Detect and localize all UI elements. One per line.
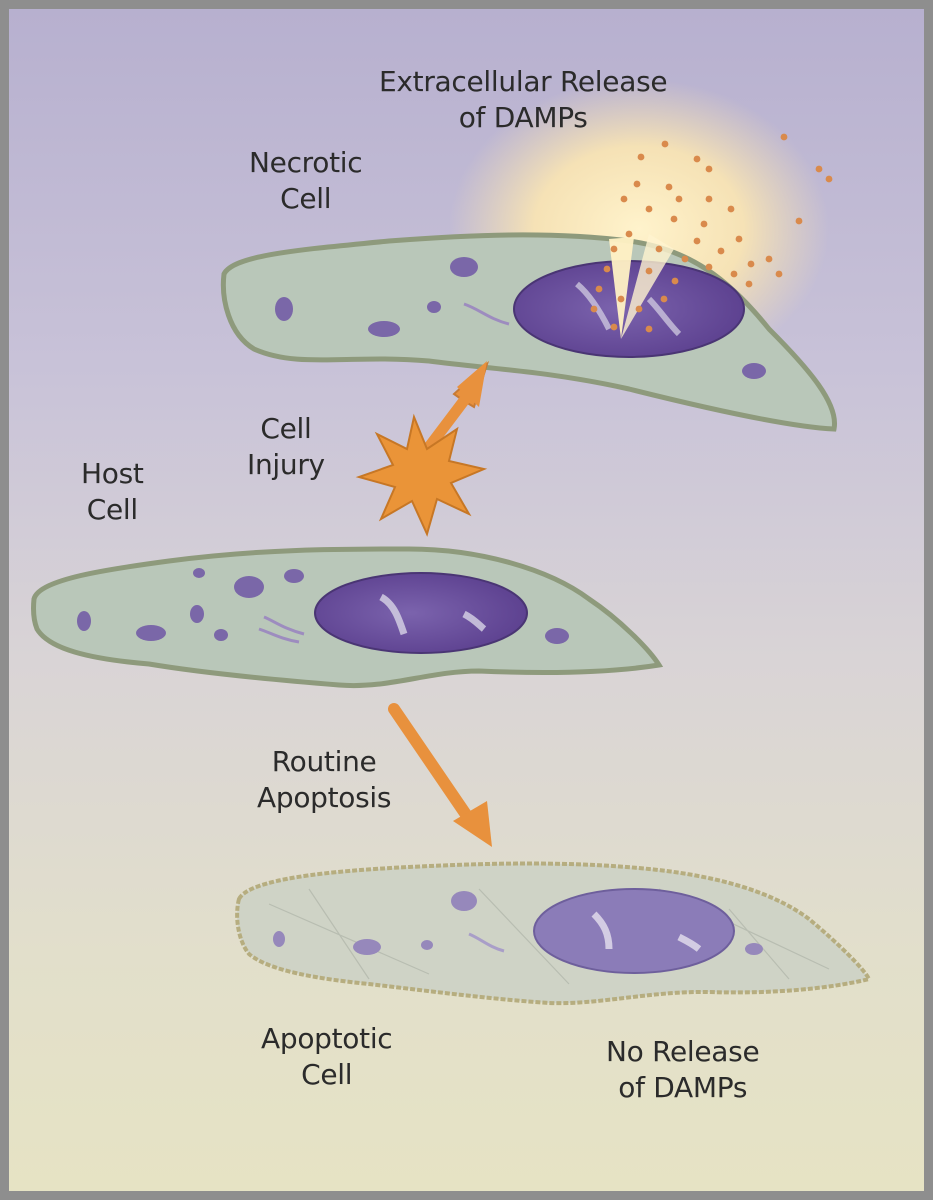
- label-line: Necrotic: [249, 146, 363, 179]
- label-line: Extracellular Release: [379, 65, 668, 98]
- damp-particle: [633, 180, 641, 188]
- arrow-to-apoptotic: [388, 703, 492, 847]
- damp-particle: [693, 155, 701, 163]
- damp-particle: [635, 305, 643, 313]
- damp-particle: [645, 205, 653, 213]
- damp-particle: [610, 323, 618, 331]
- damp-particle: [735, 235, 743, 243]
- damp-particle: [747, 260, 755, 268]
- damp-particle: [655, 245, 663, 253]
- damp-particle: [617, 295, 625, 303]
- label-apoptotic-cell: Apoptotic Cell: [261, 1021, 393, 1093]
- damp-particle: [815, 165, 823, 173]
- damp-particle: [780, 133, 788, 141]
- label-line: of DAMPs: [618, 1071, 748, 1104]
- damp-particle: [645, 325, 653, 333]
- label-line: Cell: [280, 182, 332, 215]
- label-host-cell: Host Cell: [81, 456, 144, 528]
- damp-particle: [660, 295, 668, 303]
- label-line: Injury: [247, 448, 325, 481]
- damp-particle: [590, 305, 598, 313]
- damp-particle: [603, 265, 611, 273]
- damp-particle: [730, 270, 738, 278]
- label-line: Host: [81, 457, 144, 490]
- damp-particle: [645, 267, 653, 275]
- damp-particle: [671, 277, 679, 285]
- damp-particle: [705, 165, 713, 173]
- damp-particle: [705, 195, 713, 203]
- damp-particle: [595, 285, 603, 293]
- label-line: Cell: [301, 1058, 353, 1091]
- damp-particles: [590, 133, 833, 333]
- apoptotic-cell: [235, 861, 872, 1006]
- damp-particle: [765, 255, 773, 263]
- label-necrotic-cell: Necrotic Cell: [249, 145, 363, 217]
- arrow-to-necrotic: [423, 360, 490, 453]
- damp-particle: [610, 245, 618, 253]
- label-extracellular-release: Extracellular Release of DAMPs: [379, 64, 668, 136]
- damp-particle: [661, 140, 669, 148]
- label-line: Cell: [86, 493, 138, 526]
- label-routine-apoptosis: Routine Apoptosis: [257, 744, 392, 816]
- damp-particle: [665, 183, 673, 191]
- damp-particle: [825, 175, 833, 183]
- label-line: Routine: [271, 745, 377, 778]
- damp-particle: [727, 205, 735, 213]
- damp-particle: [705, 263, 713, 271]
- label-no-release: No Release of DAMPs: [606, 1034, 760, 1106]
- damp-particle: [775, 270, 783, 278]
- damp-particle: [670, 215, 678, 223]
- host-cell: [30, 546, 664, 689]
- diagram-canvas: [30, 79, 872, 1006]
- damp-particle: [700, 220, 708, 228]
- label-cell-injury: Cell Injury: [247, 411, 325, 483]
- label-line: Apoptosis: [257, 781, 392, 814]
- label-line: No Release: [606, 1035, 760, 1068]
- label-line: of DAMPs: [458, 101, 588, 134]
- label-line: Cell: [260, 412, 312, 445]
- damp-particle: [681, 255, 689, 263]
- damp-particle: [620, 195, 628, 203]
- damp-particle: [693, 237, 701, 245]
- damp-particle: [795, 217, 803, 225]
- damp-particle: [637, 153, 645, 161]
- necrotic-cell: [220, 232, 838, 432]
- damp-particle: [625, 230, 633, 238]
- damp-particle: [717, 247, 725, 255]
- damp-particle: [675, 195, 683, 203]
- damp-particle: [745, 280, 753, 288]
- injury-starburst: [355, 413, 488, 537]
- label-line: Apoptotic: [261, 1022, 393, 1055]
